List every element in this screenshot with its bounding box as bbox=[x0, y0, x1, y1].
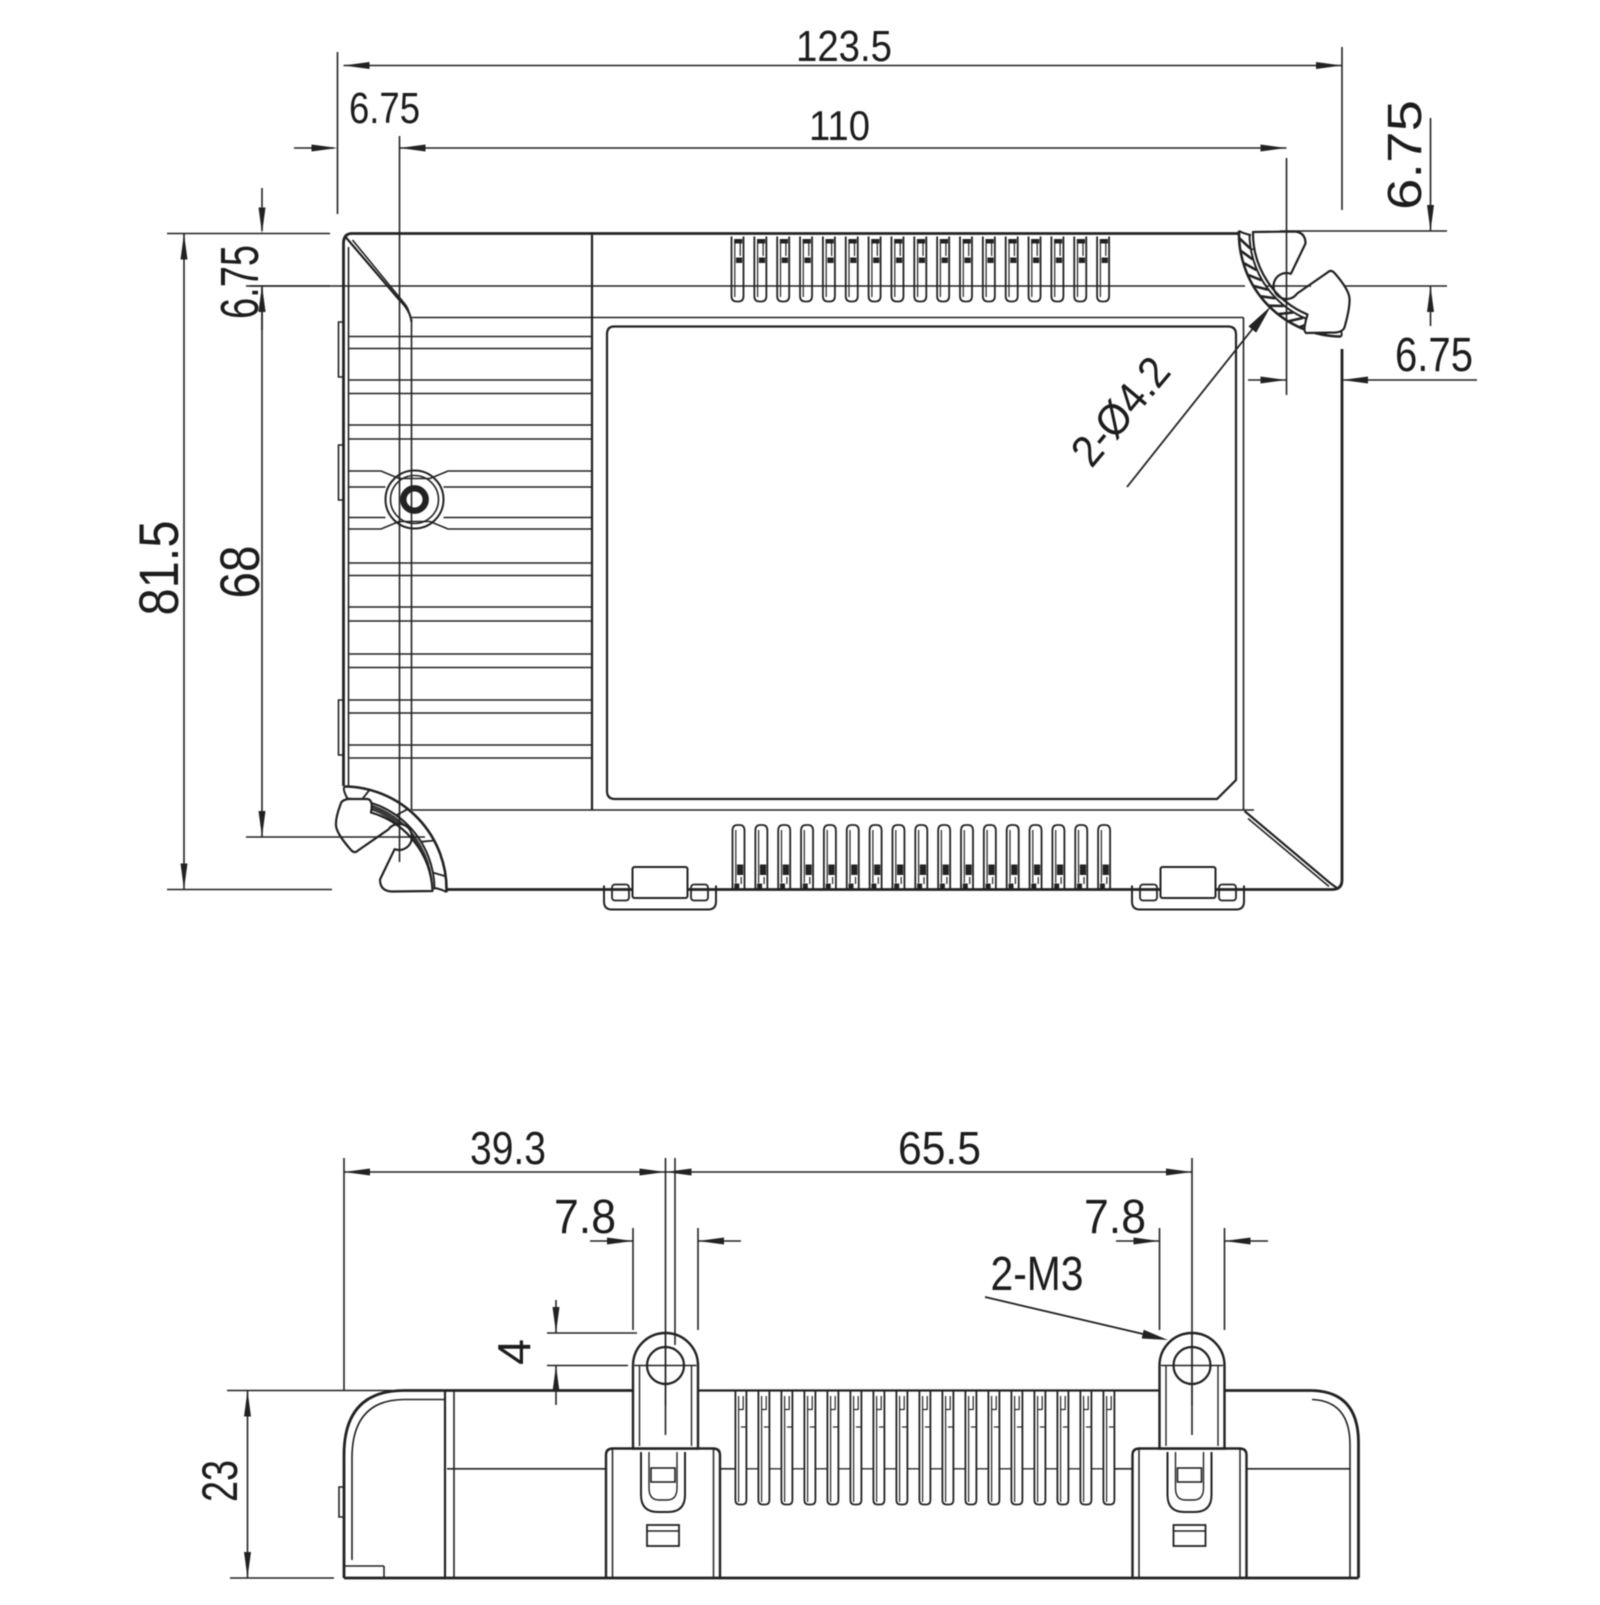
svg-text:68: 68 bbox=[208, 546, 271, 599]
svg-text:6.75: 6.75 bbox=[349, 84, 420, 133]
svg-text:7.8: 7.8 bbox=[554, 1191, 616, 1244]
svg-text:6.75: 6.75 bbox=[1379, 100, 1432, 210]
svg-text:65.5: 65.5 bbox=[898, 1122, 981, 1174]
svg-text:6.75: 6.75 bbox=[210, 245, 270, 319]
svg-text:7.8: 7.8 bbox=[1084, 1191, 1146, 1244]
svg-text:123.5: 123.5 bbox=[796, 22, 892, 71]
svg-text:81.5: 81.5 bbox=[127, 521, 190, 616]
svg-text:4: 4 bbox=[488, 1339, 540, 1365]
svg-text:23: 23 bbox=[192, 1460, 248, 1502]
svg-text:39.3: 39.3 bbox=[470, 1122, 546, 1174]
svg-text:6.75: 6.75 bbox=[1395, 329, 1473, 382]
svg-text:110: 110 bbox=[809, 102, 870, 149]
svg-text:2-M3: 2-M3 bbox=[991, 1248, 1084, 1301]
